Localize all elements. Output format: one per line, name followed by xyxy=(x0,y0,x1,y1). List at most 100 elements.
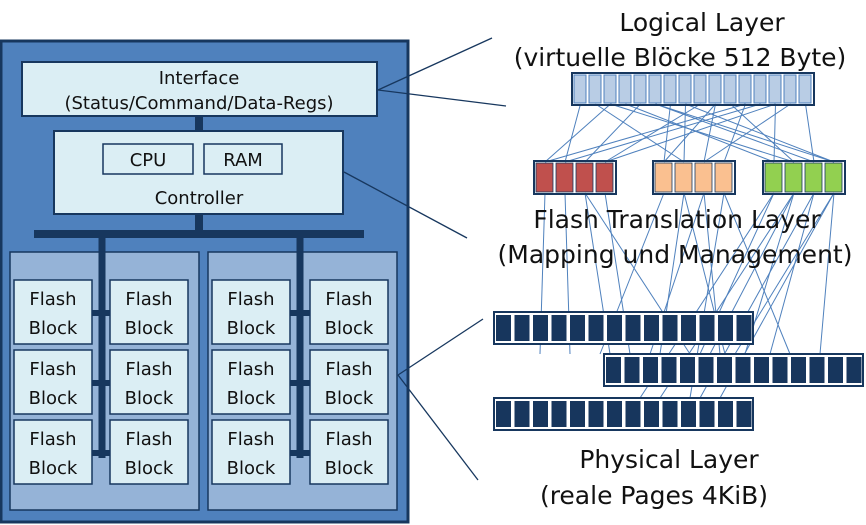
flash-block-line1: Flash xyxy=(29,429,76,450)
ftl-blocks xyxy=(533,160,846,195)
physical-page xyxy=(496,401,511,427)
ftl-block xyxy=(784,162,803,193)
ftl-block xyxy=(714,162,733,193)
mapping-line xyxy=(595,103,685,163)
mapping-line xyxy=(730,103,795,163)
controller-label: Controller xyxy=(155,188,244,209)
physical-page xyxy=(698,357,714,383)
physical-page xyxy=(718,315,733,341)
physical-page xyxy=(643,357,658,383)
physical-page xyxy=(736,401,752,427)
flash-block-line1: Flash xyxy=(325,359,372,380)
mapping-line xyxy=(604,103,701,163)
callout-lines xyxy=(343,37,507,481)
physical-page xyxy=(551,401,567,427)
ftl-block xyxy=(535,162,554,193)
physical-page xyxy=(846,357,862,383)
flash-block-line2: Block xyxy=(125,318,174,339)
flash-block-line1: Flash xyxy=(125,359,172,380)
mapping-line xyxy=(723,192,791,355)
mapping-line xyxy=(805,103,815,163)
physical-page xyxy=(533,401,548,427)
physical-page xyxy=(644,315,659,341)
interface-box: Interface (Status/Command/Data-Regs) xyxy=(21,61,378,117)
ftl-block xyxy=(575,162,594,193)
physical-page xyxy=(681,315,696,341)
flash-block-line1: Flash xyxy=(325,429,372,450)
ftl-block xyxy=(595,162,614,193)
flash-block-line2: Block xyxy=(325,318,374,339)
ftl-block xyxy=(654,162,673,193)
physical-page xyxy=(717,357,732,383)
logical-block xyxy=(573,74,587,104)
controller-box: CPU RAM Controller xyxy=(53,130,344,215)
physical-page xyxy=(828,357,843,383)
physical-page xyxy=(718,401,733,427)
flash-block-line1: Flash xyxy=(227,359,274,380)
flash-block-line1: Flash xyxy=(125,289,172,310)
physical-page xyxy=(772,357,788,383)
mapping-line xyxy=(769,192,815,355)
physical-page xyxy=(606,357,621,383)
logical-layer-title: Logical Layer xyxy=(619,8,785,37)
mapping-line xyxy=(819,192,835,355)
logical-block xyxy=(798,74,812,104)
physical-page xyxy=(699,315,715,341)
mapping-line xyxy=(625,103,775,163)
logical-layer-blocks xyxy=(571,72,815,106)
logical-block xyxy=(588,74,602,104)
physical-page xyxy=(607,401,622,427)
physical-page xyxy=(680,357,695,383)
flash-block-line1: Flash xyxy=(325,289,372,310)
ftl-block xyxy=(694,162,713,193)
physical-page xyxy=(662,401,678,427)
ftl-block xyxy=(764,162,783,193)
physical-page xyxy=(514,401,530,427)
flash-block-line2: Block xyxy=(29,388,78,409)
physical-layer-pages xyxy=(493,311,864,431)
flash-banks: FlashBlockFlashBlockFlashBlockFlashBlock… xyxy=(9,251,398,511)
ftl-block xyxy=(804,162,823,193)
ftl-subtitle: (Mapping und Management) xyxy=(498,240,853,269)
mapping-line xyxy=(610,103,795,163)
mapping-line xyxy=(703,103,791,163)
flash-block-line2: Block xyxy=(325,388,374,409)
flash-block-line2: Block xyxy=(227,388,276,409)
flash-block-line1: Flash xyxy=(29,359,76,380)
physical-layer-title: Physical Layer xyxy=(579,445,759,474)
physical-page xyxy=(661,357,677,383)
mapping-line xyxy=(683,103,686,163)
mapping-line xyxy=(773,103,776,163)
mapping-line xyxy=(723,103,746,163)
cpu-box xyxy=(102,143,194,175)
ram-box xyxy=(203,143,283,175)
ram-label: RAM xyxy=(223,150,263,171)
physical-page xyxy=(514,315,530,341)
mapping-line xyxy=(663,103,671,163)
physical-page xyxy=(607,315,622,341)
flash-block-line2: Block xyxy=(29,318,78,339)
logical-block xyxy=(633,74,647,104)
flash-block-line2: Block xyxy=(125,458,174,479)
physical-page xyxy=(681,401,696,427)
physical-page xyxy=(625,315,641,341)
cpu-label: CPU xyxy=(130,150,167,171)
physical-page xyxy=(551,315,567,341)
mapping-line xyxy=(685,103,835,163)
physical-page xyxy=(791,357,806,383)
physical-page xyxy=(625,401,641,427)
flash-block-line1: Flash xyxy=(29,289,76,310)
ftl-block xyxy=(824,162,843,193)
flash-block-line2: Block xyxy=(227,318,276,339)
physical-page xyxy=(662,315,678,341)
mapping-line xyxy=(544,103,611,163)
